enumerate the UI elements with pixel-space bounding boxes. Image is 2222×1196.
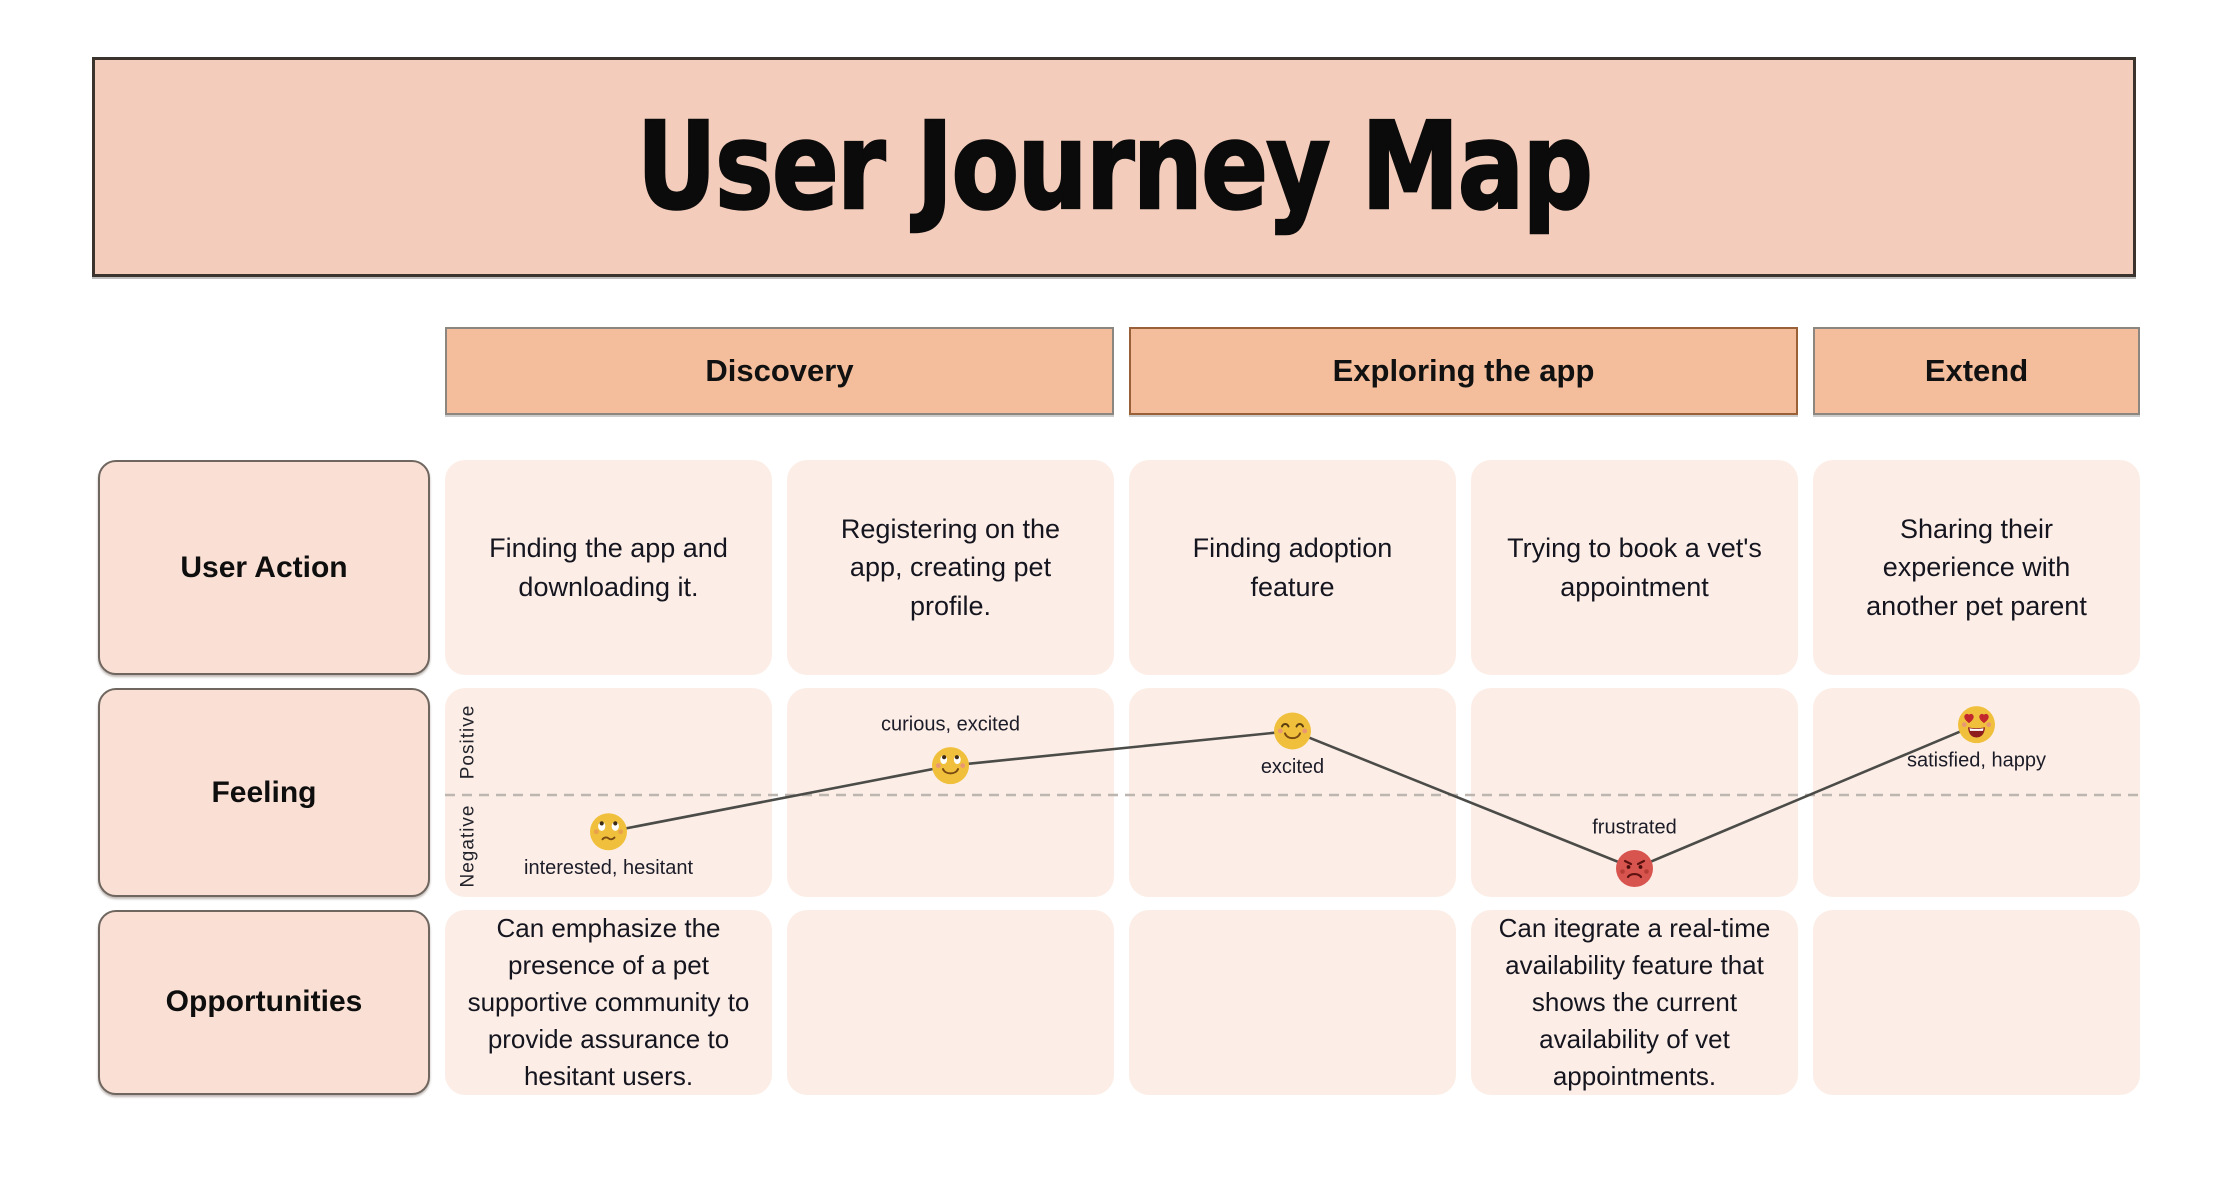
row-label-opportunities: Opportunities [98,910,430,1095]
phase-label: Extend [1924,353,2029,388]
phase-header-discovery: Discovery [445,327,1114,415]
opportunity-cell-1: Can emphasize the presence of a pet supp… [445,910,772,1095]
phase-header-extend: Extend [1813,327,2140,415]
opportunities-row: Opportunities Can emphasize the presence… [98,910,2140,1095]
opportunity-cell-2 [787,910,1114,1095]
user-action-cell-4: Trying to book a vet's appointment [1471,460,1798,675]
row-label-user-action: User Action [98,460,430,675]
user-action-cell-3: Finding adoption feature [1129,460,1456,675]
feeling-cell-1 [445,688,772,897]
opportunity-cell-5 [1813,910,2140,1095]
page-title: User Journey Map [636,96,1594,238]
phase-label: Discovery [705,353,854,388]
phase-header-exploring: Exploring the app [1129,327,1798,415]
phase-header-row: Discovery Exploring the app Extend [445,327,2140,415]
title-bar: User Journey Map [92,57,2136,277]
user-action-cell-2: Registering on the app, creating pet pro… [787,460,1114,675]
opportunity-cell-3 [1129,910,1456,1095]
feeling-cell-3 [1129,688,1456,897]
user-action-cell-1: Finding the app and downloading it. [445,460,772,675]
feeling-cell-5 [1813,688,2140,897]
user-action-row: User Action Finding the app and download… [98,460,2140,675]
feeling-cell-4 [1471,688,1798,897]
feeling-cell-2 [787,688,1114,897]
row-label-feeling: Feeling [98,688,430,897]
phase-label: Exploring the app [1332,353,1595,388]
user-action-cell-5: Sharing their experience with another pe… [1813,460,2140,675]
opportunity-cell-4: Can itegrate a real-time availability fe… [1471,910,1798,1095]
feeling-row: Feeling [98,688,2140,897]
